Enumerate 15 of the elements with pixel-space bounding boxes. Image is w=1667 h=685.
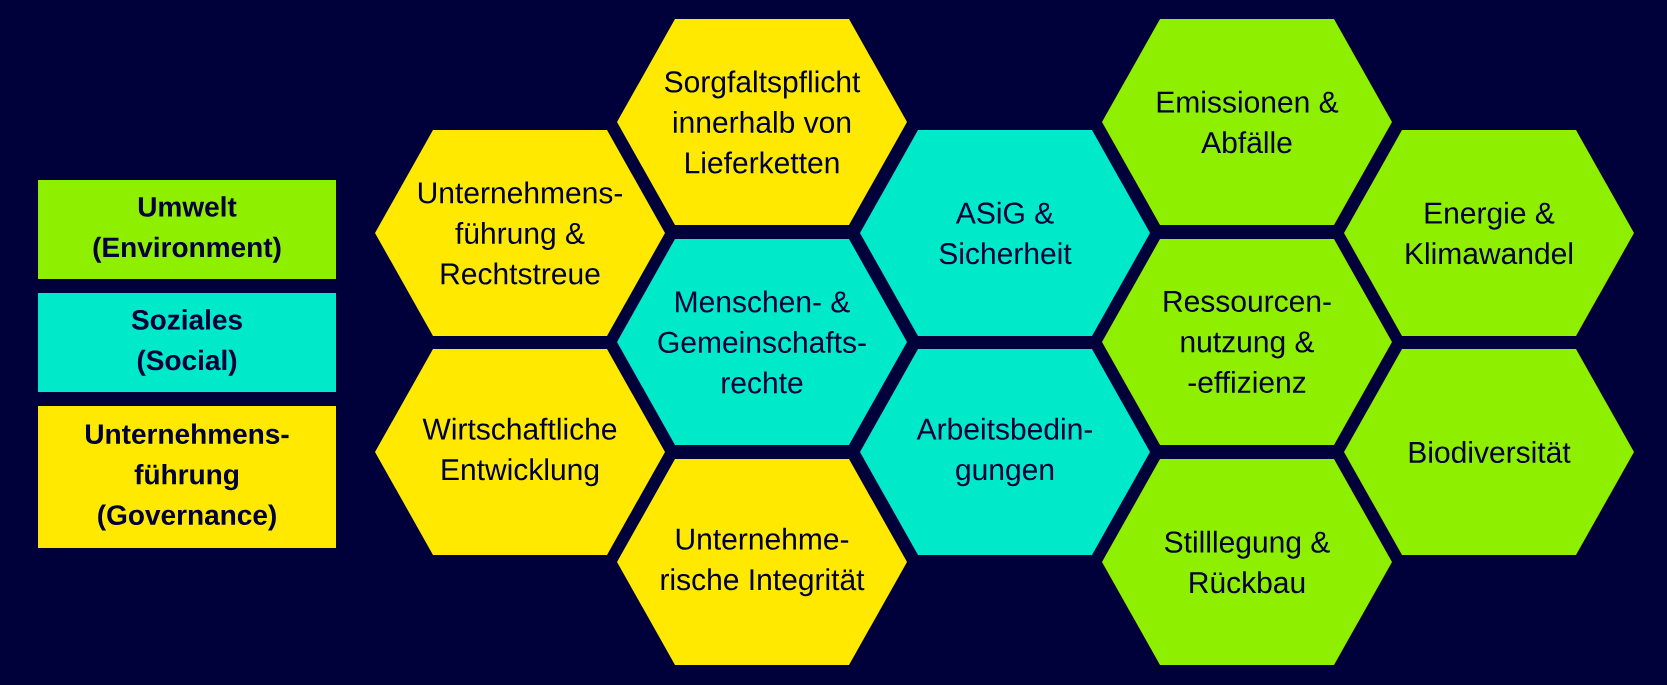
hexagon: ASiG & Sicherheit bbox=[860, 130, 1150, 336]
hexagon: Energie & Klimawandel bbox=[1344, 130, 1634, 336]
node-label: Ressourcen- nutzung & -effizienz bbox=[1164, 291, 1331, 393]
hexagon: Unternehme- rische Integrität bbox=[617, 459, 907, 665]
hexagon: Biodiversität bbox=[1344, 349, 1634, 555]
hexagon: Emissionen & Abfälle bbox=[1102, 19, 1392, 225]
node-label: Energie & Klimawandel bbox=[1406, 201, 1572, 265]
legend-box: Umwelt (Environment) bbox=[38, 180, 336, 279]
hexagon: Stilllegung & Rückbau bbox=[1102, 459, 1392, 665]
legend-box: Unternehmens- führung (Governance) bbox=[38, 406, 336, 548]
hexagon: Ressourcen- nutzung & -effizienz bbox=[1102, 239, 1392, 445]
legend-box: Soziales (Social) bbox=[38, 293, 336, 392]
hexagon: Menschen- & Gemeinschafts- rechte bbox=[617, 239, 907, 445]
hexagon: Arbeitsbedin- gungen bbox=[860, 349, 1150, 555]
node-label: Biodiversität bbox=[1409, 440, 1571, 464]
